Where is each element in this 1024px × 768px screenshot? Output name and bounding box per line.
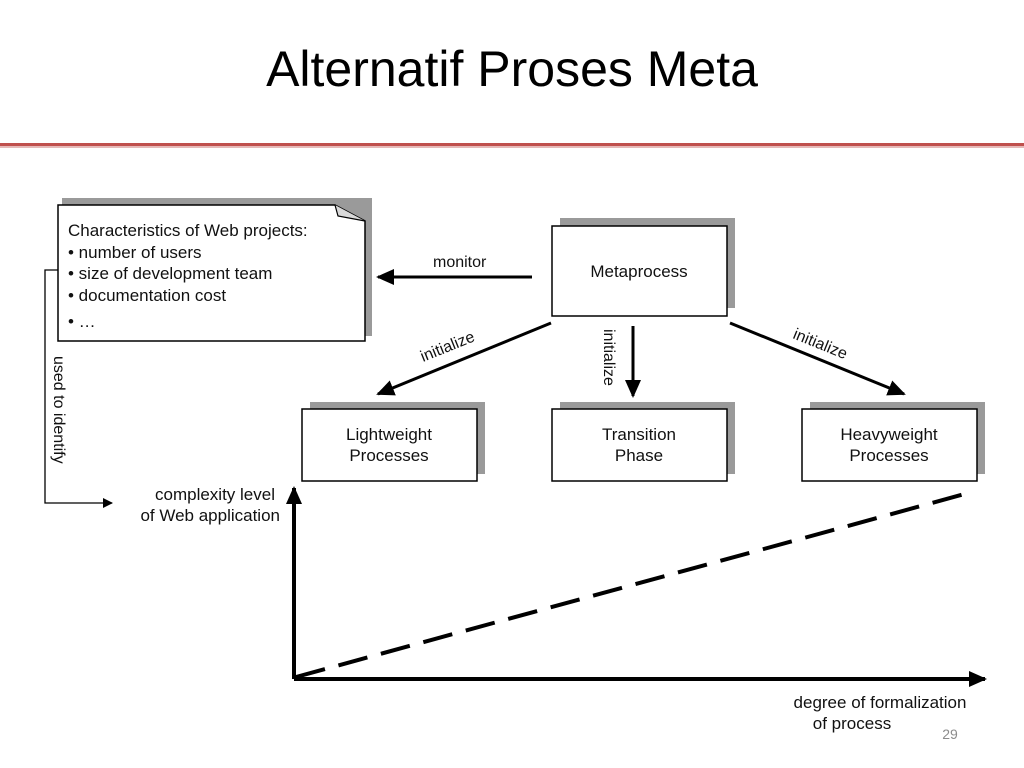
initialize-arrow-left [376,321,552,396]
complexity-trend-line [295,490,973,679]
lightweight-label-line2: Processes [349,446,428,465]
heavyweight-label-line1: Heavyweight [840,425,938,444]
transition-box-frame [551,408,728,482]
y-axis-label-line1: complexity level [155,485,275,504]
characteristic-item: • … [68,312,96,331]
monitor-label: monitor [433,254,487,271]
initialize-left-label: initialize [418,329,477,366]
title-divider [0,143,1024,146]
characteristic-item: • size of development team [68,264,272,283]
characteristics-heading: Characteristics of Web projects: [68,221,308,240]
lightweight-box-frame [301,408,478,482]
initialize-center-label: initialize [600,329,617,386]
heavyweight-box-frame [801,408,978,482]
initialize-arrow-right [729,321,906,396]
characteristics-note-frame [57,204,366,342]
title-divider-shadow [0,146,1024,148]
note-folded-corner [334,204,366,222]
x-axis-label-line1: degree of formalization [794,693,967,712]
characteristic-item: • documentation cost [68,286,226,305]
y-axis-label-line2: of Web application [140,506,280,525]
lightweight-label-line1: Lightweight [346,425,432,444]
identify-connector [44,269,113,508]
characteristics-note: Characteristics of Web projects: • numbe… [57,198,372,342]
heavyweight-box: Heavyweight Processes [801,402,985,482]
metaprocess-label: Metaprocess [590,262,687,281]
transition-box: Transition Phase [551,402,735,482]
transition-label-line2: Phase [615,446,663,465]
slide-title: Alternatif Proses Meta [266,41,758,97]
metaprocess-box: Metaprocess [551,218,735,317]
lightweight-box: Lightweight Processes [301,402,485,482]
page-number: 29 [942,726,958,742]
initialize-right-label: initialize [791,326,850,363]
heavyweight-label-line2: Processes [849,446,928,465]
used-to-identify-label: used to identify [50,356,67,464]
characteristic-item: • number of users [68,243,202,262]
x-axis-label-line2: of process [813,714,891,733]
transition-label-line1: Transition [602,425,676,444]
metaprocess-box-frame [551,225,728,317]
